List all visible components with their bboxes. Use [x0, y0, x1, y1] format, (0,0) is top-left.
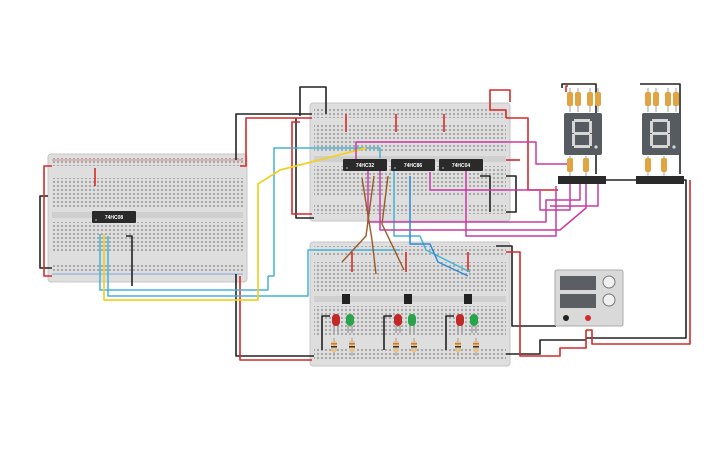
led-icon[interactable] — [332, 314, 478, 333]
ic-chip-4-label: 74HC04 — [452, 163, 471, 169]
power-supply-icon[interactable] — [554, 269, 624, 327]
wires-red[interactable] — [43, 85, 691, 361]
ic-chip-1[interactable]: 74HC08 — [92, 211, 136, 223]
wires-yellow[interactable] — [103, 147, 367, 301]
resistor-icon[interactable] — [331, 338, 479, 356]
wires-brown[interactable] — [341, 175, 405, 275]
ic-chip-2[interactable]: 74HC32 — [343, 159, 387, 171]
seven-segment-display-icon[interactable] — [558, 88, 684, 184]
ic-chip-2-label: 74HC32 — [356, 163, 375, 169]
ic-chip-1-label: 74HC08 — [105, 215, 124, 221]
wires-blue[interactable] — [409, 176, 469, 277]
ic-chip-3[interactable]: 74HC86 — [391, 159, 435, 171]
wires-cyan[interactable] — [99, 147, 471, 297]
ic-chip-3-label: 74HC86 — [404, 163, 423, 169]
breadboard-left[interactable] — [47, 153, 248, 283]
transistor-icon[interactable] — [342, 294, 472, 304]
ic-chip-4[interactable]: 74HC04 — [439, 159, 483, 171]
